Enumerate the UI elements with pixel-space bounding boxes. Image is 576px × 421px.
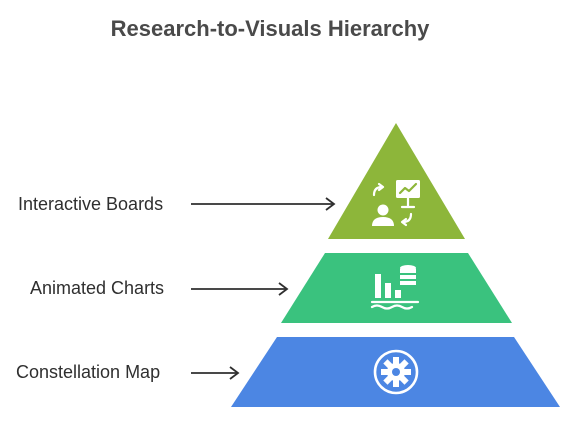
constellation-gear-icon — [373, 349, 419, 395]
interactive-board-icon — [372, 180, 420, 227]
page-title: Research-to-Visuals Hierarchy — [110, 16, 430, 41]
level-label-constellation-map: Constellation Map — [16, 362, 161, 382]
level-label-interactive-boards: Interactive Boards — [18, 194, 164, 214]
level-label-animated-charts: Animated Charts — [30, 278, 165, 298]
arrow-constellation-map — [191, 366, 240, 380]
pyramid-tier-middle — [281, 253, 512, 323]
arrow-animated-charts — [191, 282, 289, 296]
animated-chart-icon — [370, 265, 420, 310]
arrow-interactive-boards — [191, 197, 336, 211]
